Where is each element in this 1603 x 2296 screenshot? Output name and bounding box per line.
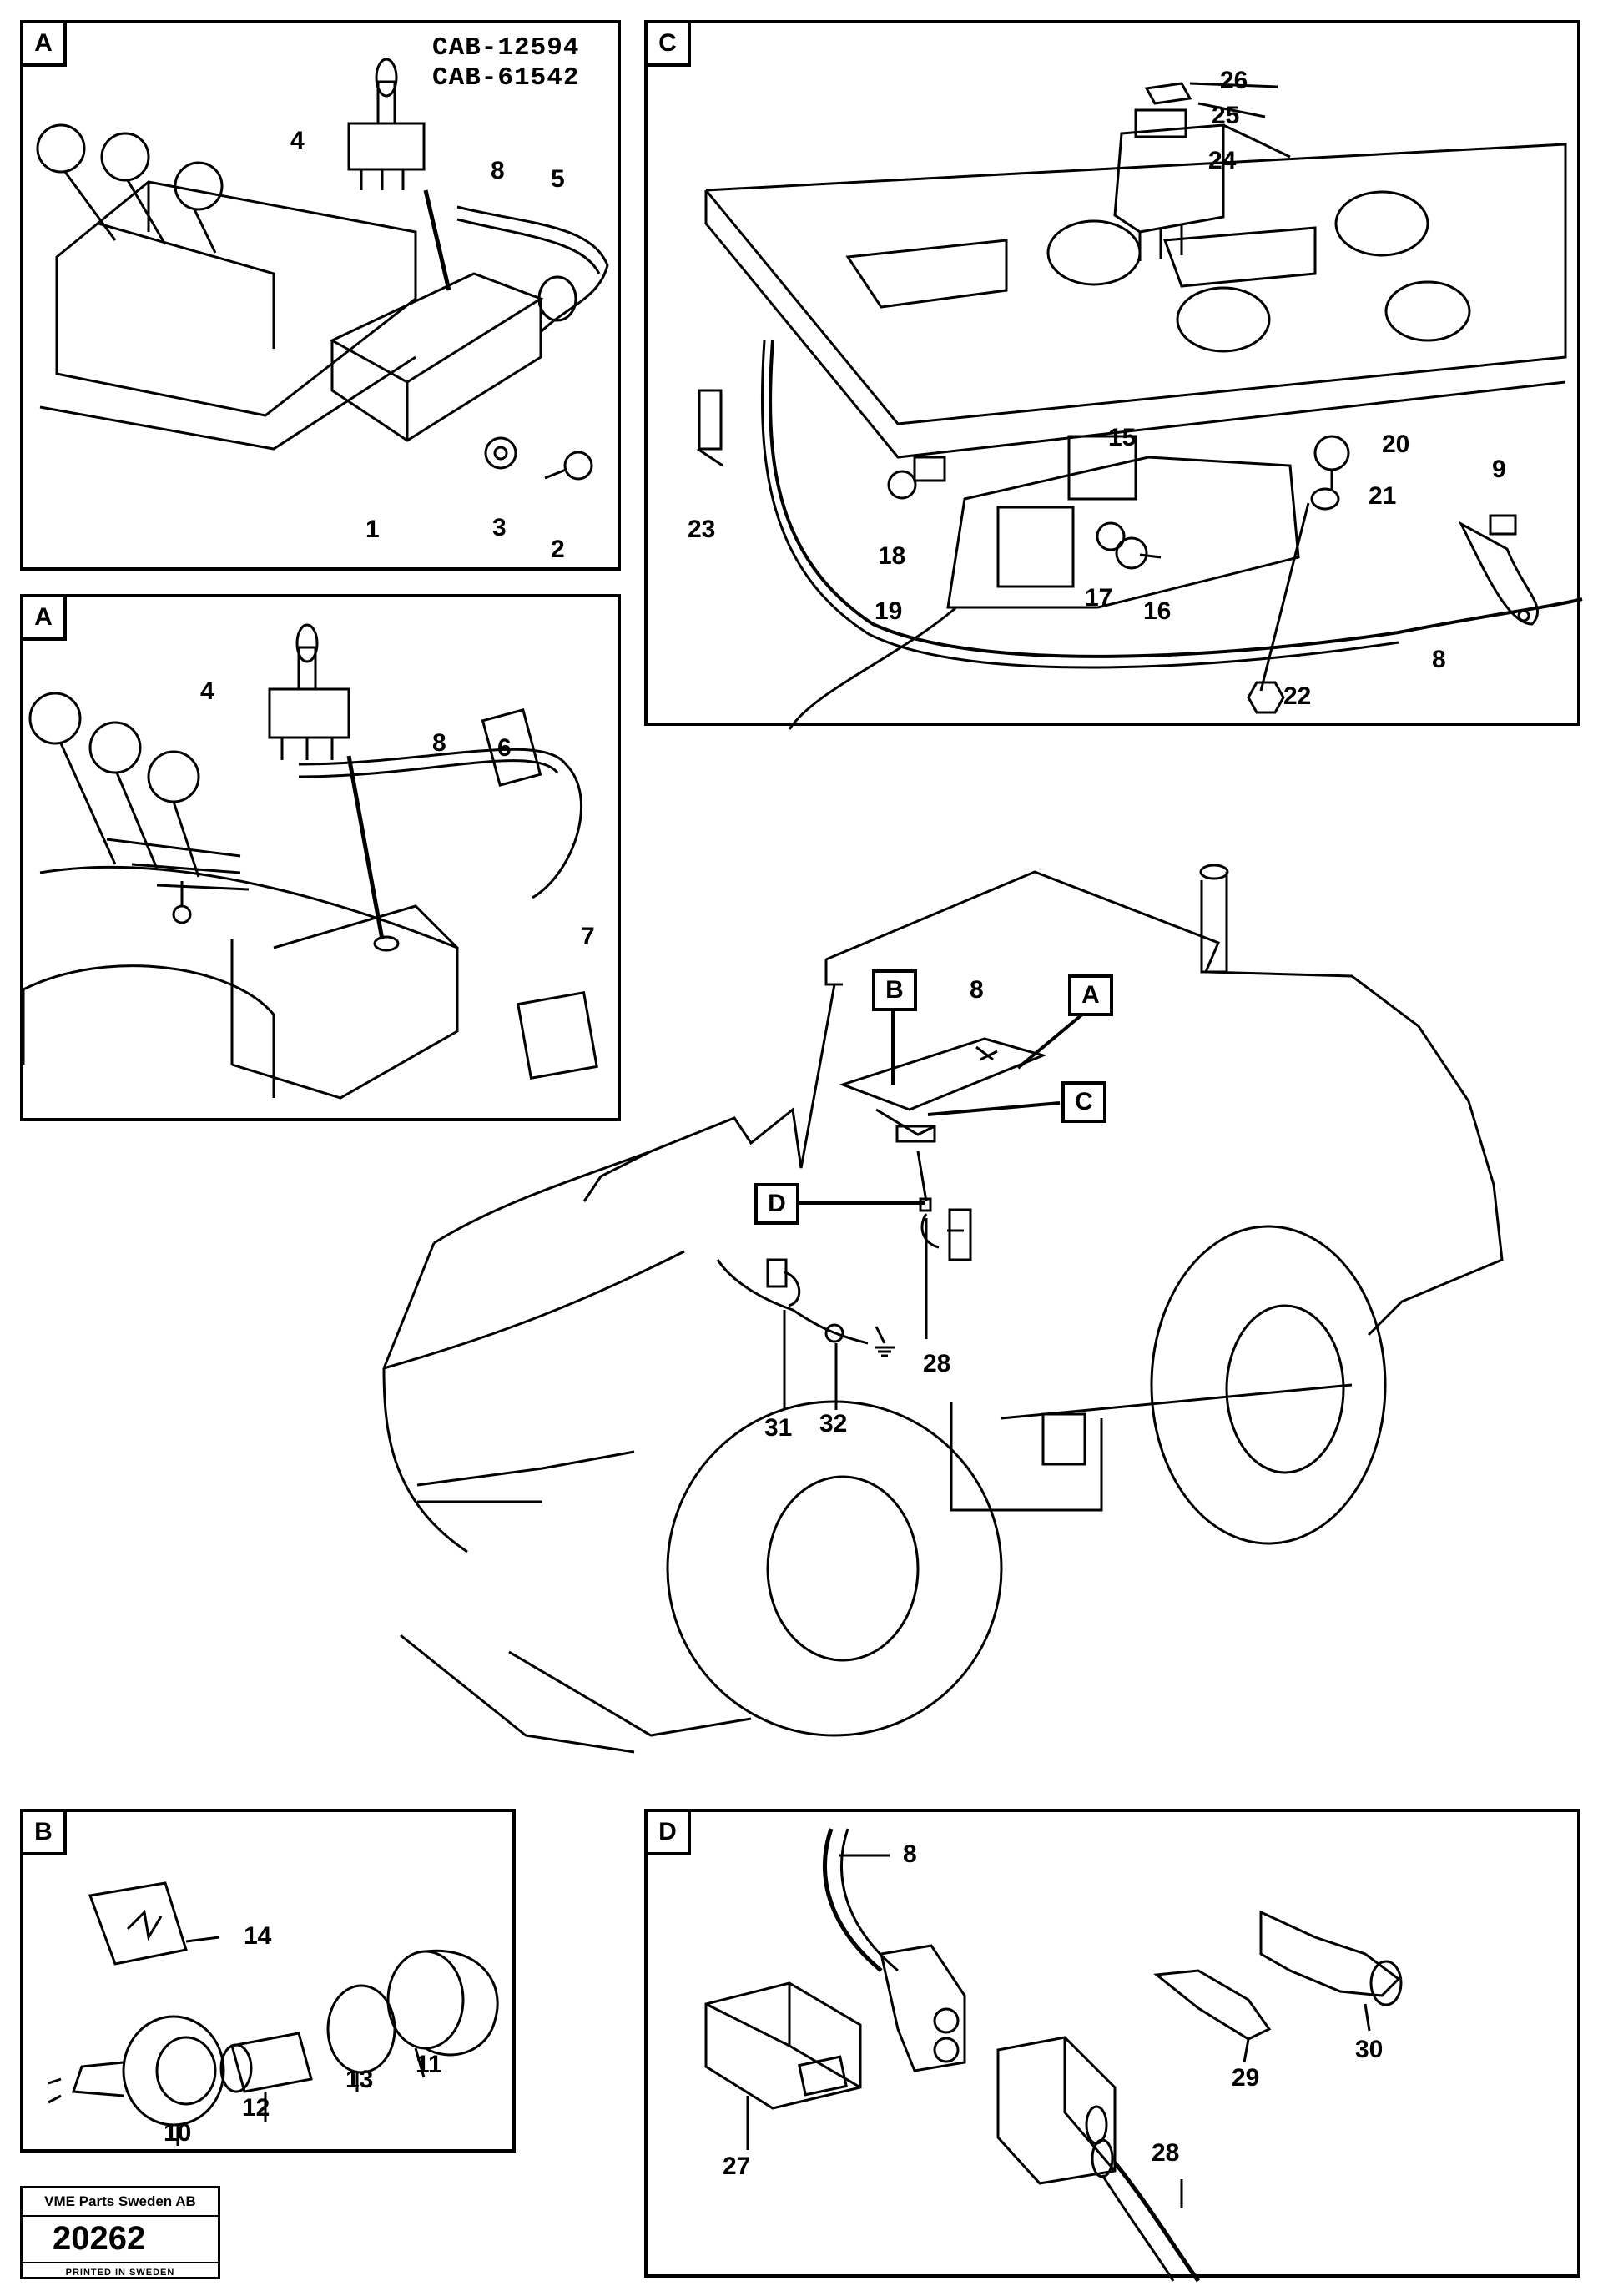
- part-label-8: 8: [491, 157, 505, 184]
- panel-a-top: A CAB-12594 CAB-61542 4 8 5 1 3 2: [20, 20, 621, 571]
- overview-callout-d: D: [754, 1183, 799, 1225]
- overview-callout-b: B: [872, 969, 917, 1011]
- part-label-4: 4: [200, 677, 214, 705]
- part-label-25: 25: [1212, 102, 1240, 129]
- part-label-2: 2: [551, 536, 565, 563]
- part-label-17: 17: [1085, 584, 1113, 612]
- overview-part-label-28: 28: [923, 1350, 951, 1377]
- part-label-19: 19: [875, 597, 903, 625]
- part-label-8: 8: [903, 1840, 917, 1868]
- overview-callout-c: C: [1061, 1081, 1106, 1123]
- part-label-16: 16: [1143, 597, 1172, 625]
- part-label-8: 8: [432, 729, 446, 757]
- panel-d-tag: D: [648, 1812, 691, 1855]
- cab-code-2: CAB-61542: [432, 63, 580, 93]
- part-label-30: 30: [1355, 2036, 1384, 2063]
- panel-b: B 14 10 12 13 11: [20, 1809, 516, 2152]
- panel-a-top-drawing: [36, 58, 609, 481]
- part-label-24: 24: [1208, 147, 1237, 174]
- panel-b-drawing: [48, 1881, 499, 2146]
- part-label-27: 27: [723, 2152, 751, 2180]
- stamp-number: 20262: [23, 2215, 218, 2263]
- part-label-13: 13: [345, 2066, 374, 2093]
- part-label-1: 1: [365, 516, 380, 543]
- part-label-7: 7: [581, 923, 595, 950]
- stamp-printed: PRINTED IN SWEDEN: [65, 2268, 175, 2278]
- part-label-3: 3: [492, 514, 507, 541]
- part-label-20: 20: [1382, 430, 1410, 458]
- part-label-18: 18: [878, 542, 906, 570]
- part-label-9: 9: [1492, 456, 1506, 483]
- part-label-22: 22: [1283, 682, 1312, 710]
- overview-callout-a: A: [1068, 974, 1113, 1016]
- part-label-29: 29: [1232, 2064, 1260, 2092]
- part-label-5: 5: [551, 165, 565, 193]
- part-label-8: 8: [1432, 646, 1446, 673]
- panel-a-bottom: A 4 8 6 7: [20, 594, 621, 1121]
- part-label-10: 10: [164, 2119, 192, 2147]
- part-label-6: 6: [497, 734, 512, 762]
- panel-d-drawing: [704, 1828, 1403, 2283]
- panel-d: D 8 27 28 29 30: [644, 1809, 1580, 2283]
- panel-c: C 26 25 24 15 20 21 9 23 18 19 17 16 8 2…: [644, 20, 1583, 730]
- cab-code-1: CAB-12594: [432, 33, 580, 63]
- overview-part-label-31: 31: [764, 1414, 793, 1442]
- part-label-14: 14: [244, 1922, 272, 1950]
- panel-c-drawing: [697, 82, 1583, 730]
- part-label-23: 23: [688, 516, 716, 543]
- part-label-15: 15: [1108, 424, 1137, 451]
- part-label-4: 4: [290, 127, 305, 154]
- overview-part-label-8: 8: [970, 976, 984, 1004]
- panel-a-top-tag: A: [23, 23, 67, 67]
- part-label-21: 21: [1369, 482, 1397, 510]
- part-label-11: 11: [416, 2051, 442, 2078]
- document-stamp: VME Parts Sweden AB 20262 PRINTED IN SWE…: [20, 2186, 220, 2279]
- panel-a-bottom-tag: A: [23, 597, 67, 641]
- panel-b-tag: B: [23, 1812, 67, 1855]
- stamp-company: VME Parts Sweden AB: [23, 2188, 218, 2217]
- panel-a-bottom-drawing: [22, 623, 598, 1100]
- overview-part-label-32: 32: [819, 1410, 848, 1438]
- panel-c-tag: C: [648, 23, 691, 67]
- part-label-28: 28: [1152, 2139, 1180, 2167]
- part-label-26: 26: [1220, 67, 1248, 94]
- part-label-12: 12: [242, 2094, 270, 2122]
